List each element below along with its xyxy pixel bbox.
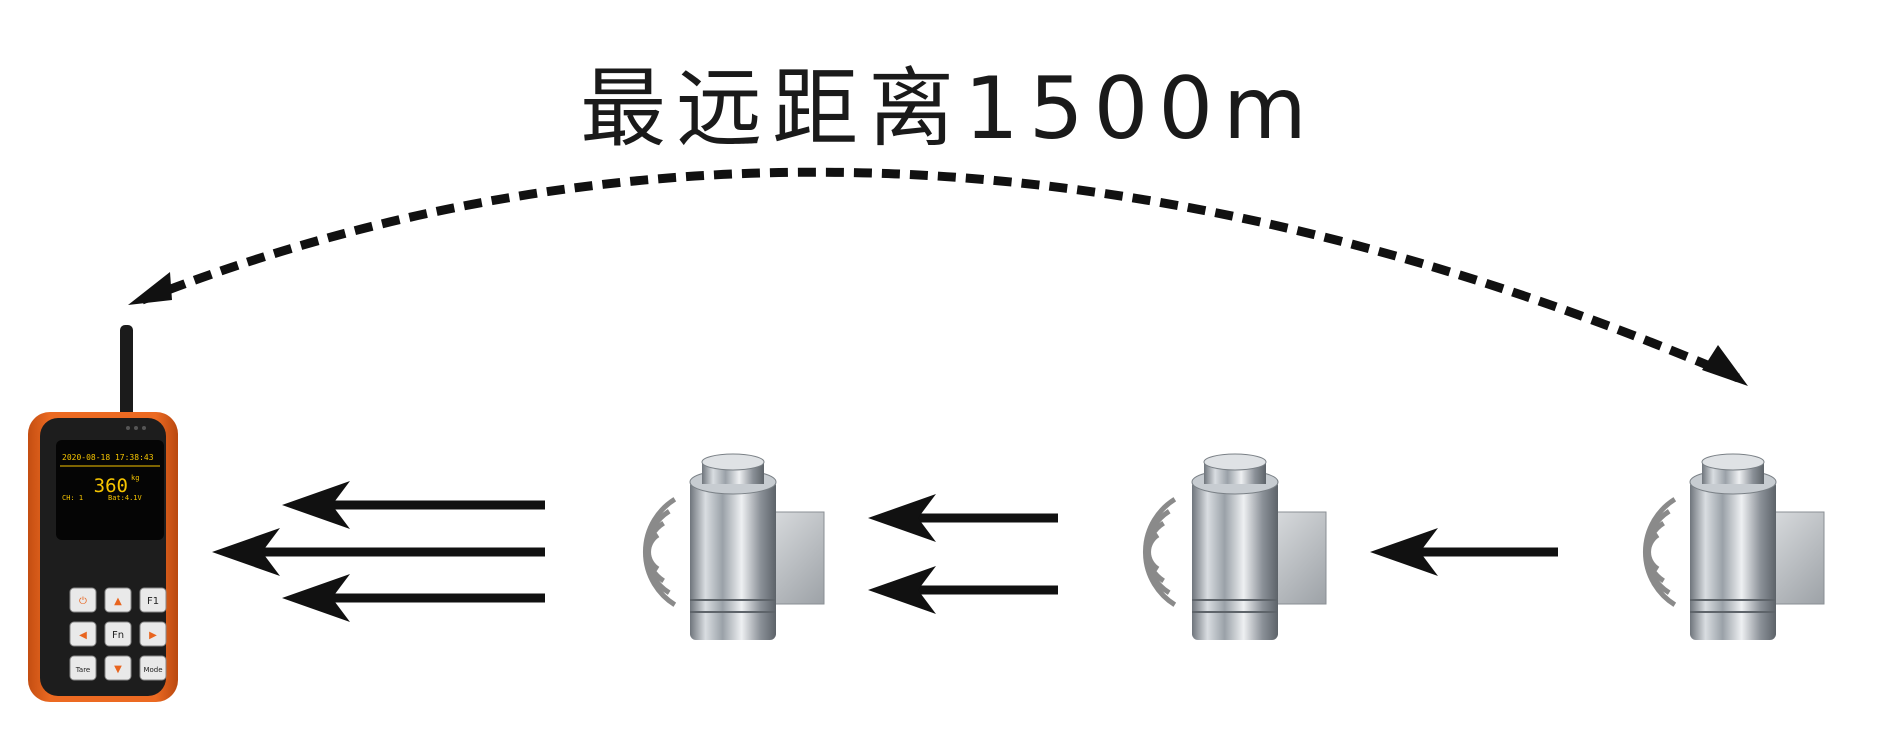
wireless-signal-icon — [642, 497, 677, 607]
svg-text:⏻: ⏻ — [79, 596, 87, 607]
keypad-key: ▼ — [104, 655, 132, 681]
lcd-reading: 360 — [94, 475, 128, 497]
antenna — [120, 325, 133, 425]
svg-text:▼: ▼ — [114, 664, 122, 675]
svg-text:▶: ▶ — [149, 630, 157, 641]
arrow-left-icon — [1370, 528, 1558, 576]
arrow-left-icon — [282, 574, 545, 622]
wireless-signal-icon — [1642, 497, 1677, 607]
load-cell-sensor-icon — [689, 453, 825, 640]
lcd-battery: Bat:4.1V — [108, 494, 143, 502]
keypad: ⏻ ▲ F1 ◀ Fn ▶ Tare ▼ Mode — [69, 587, 167, 681]
lcd-channel: CH: 1 — [62, 494, 83, 502]
keypad-key: ⏻ — [69, 587, 97, 613]
keypad-key: ◀ — [69, 621, 97, 647]
arrow-left-icon — [212, 528, 545, 576]
keypad-key: ▲ — [104, 587, 132, 613]
svg-text:Mode: Mode — [143, 666, 162, 674]
arrow-left-icon — [868, 566, 1058, 614]
svg-text:Tare: Tare — [75, 666, 90, 674]
svg-text:F1: F1 — [147, 596, 159, 607]
double-headed-dashed-arc-icon — [128, 167, 1748, 386]
lcd-datetime: 2020-08-18 17:38:43 — [62, 453, 154, 462]
lcd-unit: kg — [131, 474, 139, 482]
keypad-key: Tare — [69, 655, 97, 681]
svg-text:▲: ▲ — [114, 596, 122, 607]
svg-text:Fn: Fn — [112, 630, 124, 641]
keypad-key: F1 — [139, 587, 167, 613]
lcd-screen — [56, 440, 164, 540]
keypad-key: Mode — [139, 655, 167, 681]
svg-text:◀: ◀ — [79, 630, 87, 641]
max-distance-title: 最远距离1500m — [580, 59, 1317, 159]
arrow-left-icon — [868, 494, 1058, 542]
load-cell-sensor-icon — [1191, 453, 1327, 640]
keypad-key: ▶ — [139, 621, 167, 647]
keypad-key: Fn — [104, 621, 132, 647]
load-cell-sensor-icon — [1689, 453, 1825, 640]
handheld-indicator-icon: 2020-08-18 17:38:43 360 kg CH: 1 Bat:4.1… — [28, 325, 178, 702]
arrow-left-icon — [282, 481, 545, 529]
wireless-signal-icon — [1142, 497, 1177, 607]
